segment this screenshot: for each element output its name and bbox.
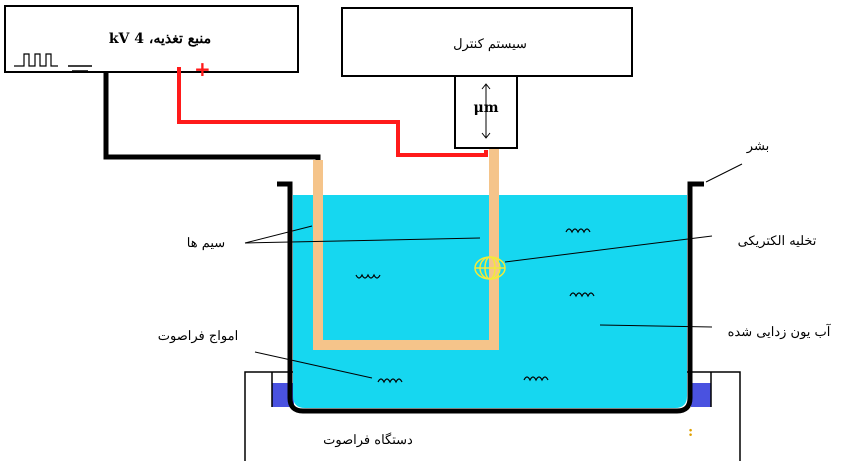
- wave-mark-2: [355, 273, 381, 279]
- pulse-wave-icon: [14, 53, 58, 67]
- ultrasonic-indicator: :: [688, 424, 693, 440]
- positive-wire: [177, 67, 488, 157]
- label-discharge: تخلیه الکتریکی: [738, 234, 817, 249]
- leader-discharge: [504, 235, 713, 263]
- control-system-label: سیستم کنترل: [453, 37, 527, 52]
- control-system: سیستم کنترل μm: [341, 7, 633, 149]
- power-supply-box: [4, 5, 299, 73]
- leader-water: [599, 324, 713, 328]
- negative-wire: [103, 72, 321, 160]
- leader-ultrasonic: [254, 351, 373, 379]
- label-deionized-water: آب یون زدایی شده: [728, 323, 832, 340]
- annotation-leaders: [244, 163, 743, 379]
- leader-beaker: [705, 163, 743, 183]
- spark-icon: [474, 256, 506, 280]
- electrodes: [313, 148, 499, 350]
- label-wires: سیم ها: [187, 236, 225, 251]
- double-arrow-icon: [481, 83, 491, 139]
- ultrasonic-device-label: دستگاه فراصوت: [323, 432, 413, 448]
- wave-mark-4: [377, 378, 403, 384]
- leader-wires-2: [244, 237, 481, 244]
- beaker-wall: [277, 181, 704, 414]
- power-supply-label: منبع تغذیه، 4 kV: [109, 31, 211, 47]
- wave-mark-1: [565, 228, 591, 234]
- ultrasonic-tray-right: [691, 383, 711, 407]
- wave-mark-3: [569, 292, 595, 298]
- electrode-wire: [313, 148, 499, 350]
- label-ultrasonic-waves: امواج فراصوت: [158, 329, 238, 344]
- ultrasonic-wave-marks: [355, 228, 595, 384]
- power-supply: منبع تغذیه، 4 kV: [4, 5, 299, 73]
- leader-wires-1: [244, 225, 313, 244]
- positive-terminal-sign: +: [194, 57, 211, 81]
- wave-mark-5: [523, 376, 549, 382]
- label-beaker: بشر: [746, 139, 769, 154]
